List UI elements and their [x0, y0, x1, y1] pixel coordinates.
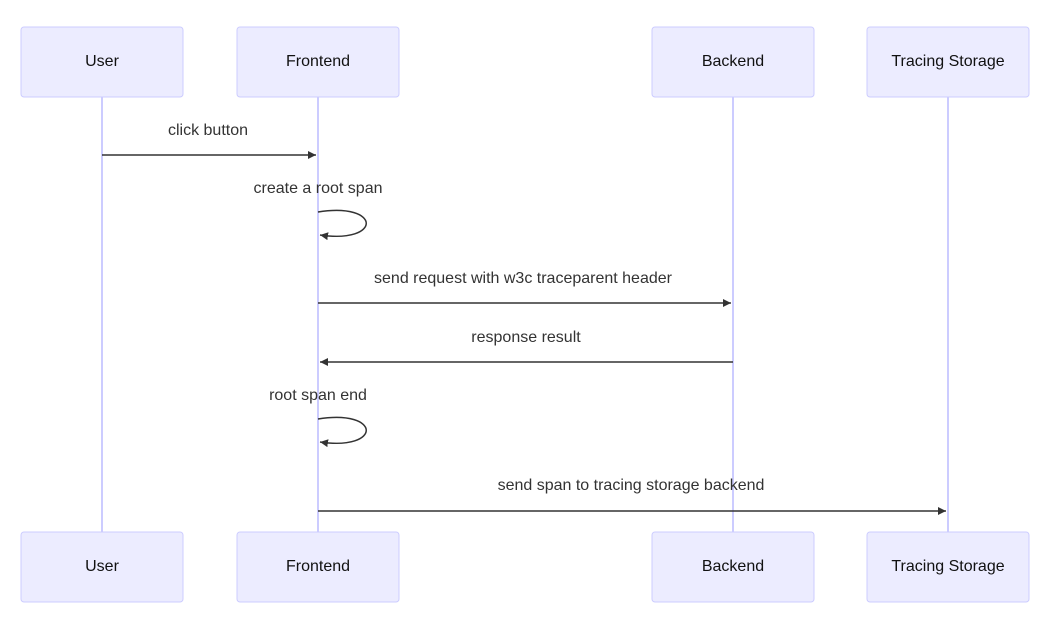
actor-label-frontend-bottom: Frontend — [286, 558, 350, 575]
actor-top-tracing-storage: Tracing Storage — [866, 26, 1030, 98]
actor-bottom-frontend: Frontend — [236, 531, 400, 603]
actor-label-backend-bottom: Backend — [702, 558, 764, 575]
actor-bottom-backend: Backend — [651, 531, 815, 603]
actor-bottom-tracing-storage: Tracing Storage — [866, 531, 1030, 603]
actor-top-backend: Backend — [651, 26, 815, 98]
message-label-send-request: send request with w3c traceparent header — [374, 270, 673, 287]
actor-top-frontend: Frontend — [236, 26, 400, 98]
message-label-click-button: click button — [168, 122, 248, 139]
actor-label-user-bottom: User — [85, 558, 119, 575]
actor-top-user: User — [20, 26, 184, 98]
actor-label-backend: Backend — [702, 53, 764, 70]
message-label-root-span-end: root span end — [269, 387, 367, 404]
actor-label-tracing-storage: Tracing Storage — [891, 53, 1004, 70]
message-arrow-root-span-end — [317, 416, 367, 448]
actor-bottom-user: User — [20, 531, 184, 603]
message-label-create-root-span: create a root span — [254, 180, 383, 197]
message-label-send-span: send span to tracing storage backend — [498, 477, 765, 494]
message-label-response-result: response result — [471, 329, 581, 346]
actor-label-frontend: Frontend — [286, 53, 350, 70]
message-arrow-create-root-span — [317, 209, 367, 241]
actor-label-tracing-storage-bottom: Tracing Storage — [891, 558, 1004, 575]
actor-label-user: User — [85, 53, 119, 70]
